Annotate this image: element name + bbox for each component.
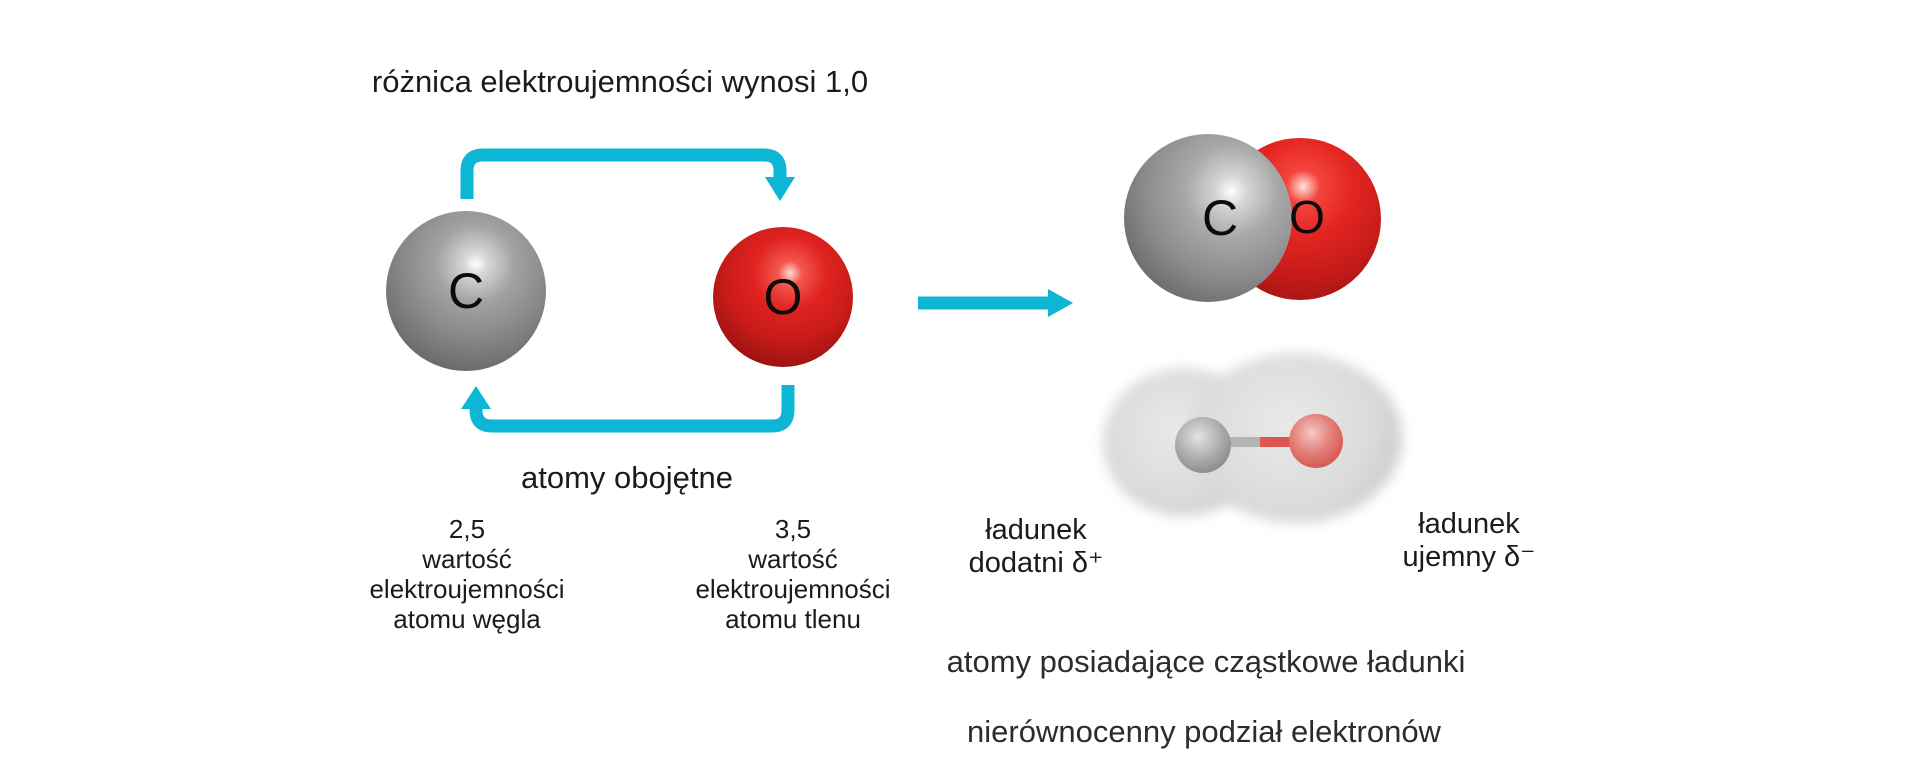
oxygen-electronegativity-desc3: atomu tlenu	[725, 604, 861, 634]
electronegativity-difference-arrow	[460, 148, 795, 201]
oxygen-electronegativity-desc2: elektroujemności	[695, 574, 891, 604]
caption-unequal-sharing: nierównocenny podział elektronów	[967, 714, 1441, 749]
molecule-oxygen-symbol: O	[1289, 191, 1325, 243]
positive-charge-line1: ładunek	[985, 514, 1087, 546]
small-carbon-ball	[1175, 417, 1231, 473]
molecule-carbon-sphere	[1124, 134, 1292, 302]
molecule-carbon-symbol: C	[1201, 190, 1239, 246]
carbon-electronegativity-desc2: elektroujemności	[369, 574, 565, 604]
caption-partial-charges: atomy posiadające cząstkowe ładunki	[946, 644, 1466, 679]
carbon-electronegativity-block: 2,5 wartość elektroujemności atomu węgla	[317, 514, 617, 634]
oxygen-electronegativity-desc1: wartość	[748, 544, 838, 574]
positive-charge-line2: dodatni δ⁺	[968, 547, 1104, 579]
carbon-electronegativity-desc3: atomu węgla	[393, 604, 541, 634]
right-arrowhead-icon	[1048, 289, 1073, 317]
negative-charge-line1: ładunek	[1418, 508, 1520, 540]
small-oxygen-ball	[1289, 414, 1343, 468]
carbon-symbol: C	[447, 263, 485, 319]
transformation-arrow	[918, 289, 1073, 317]
carbon-electronegativity-desc1: wartość	[422, 544, 512, 574]
negative-charge-line2: ujemny δ⁻	[1402, 541, 1536, 573]
oxygen-electronegativity-value: 3,5	[774, 514, 812, 544]
neutral-atoms-label: atomy obojętne	[521, 460, 733, 495]
bottom-arrowhead-icon	[461, 386, 491, 409]
top-arrow-line	[460, 148, 787, 199]
neutral-atoms-return-arrow	[461, 385, 795, 433]
carbon-electronegativity-value: 2,5	[448, 514, 486, 544]
bond-carbon-half	[1228, 437, 1260, 447]
carbon-atom-sphere: C	[386, 211, 546, 371]
oxygen-electronegativity-block: 3,5 wartość elektroujemności atomu tlenu	[643, 514, 943, 634]
positive-charge-label: ładunek dodatni δ⁺	[911, 514, 1161, 580]
oxygen-atom-sphere: O	[713, 227, 853, 367]
top-arrowhead-icon	[765, 177, 795, 201]
bond-oxygen-half	[1260, 437, 1294, 447]
oxygen-symbol: O	[763, 269, 803, 325]
title-electronegativity-difference: różnica elektroujemności wynosi 1,0	[371, 64, 869, 99]
negative-charge-label: ładunek ujemny δ⁻	[1344, 508, 1594, 574]
bottom-arrow-line	[469, 385, 795, 433]
